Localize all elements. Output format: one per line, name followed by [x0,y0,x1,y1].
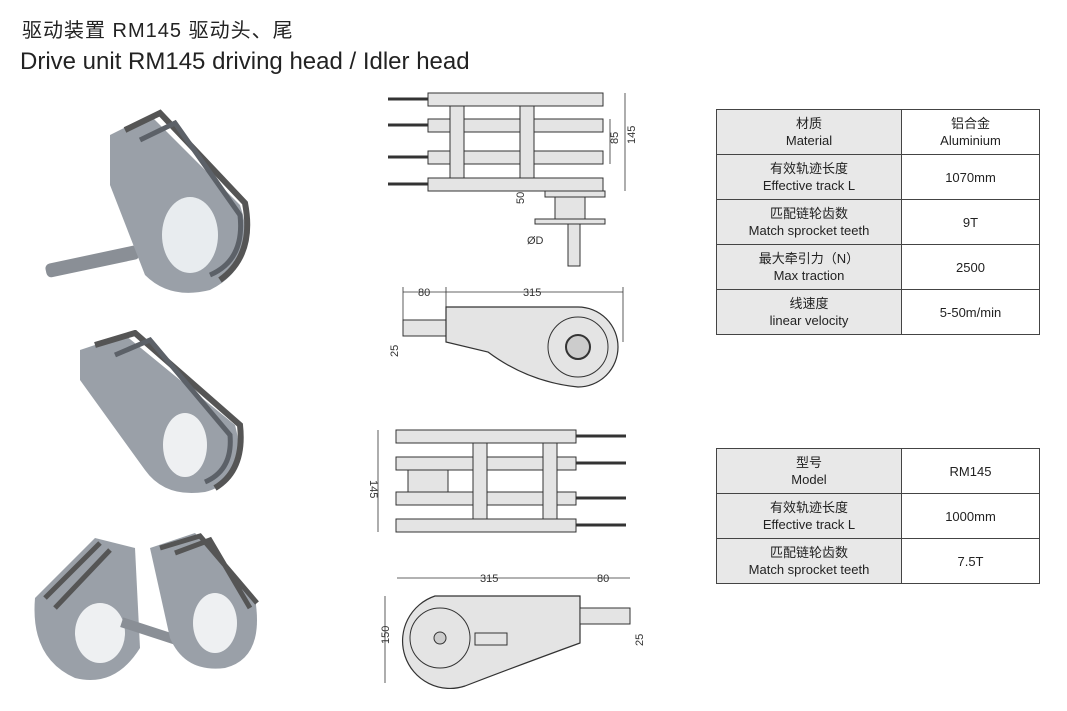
row-value: 1000mm [901,493,1040,539]
row-label-cn: 型号 [795,455,822,470]
drive-head-spec-table: 材质 Material 铝合金 Aluminium 有效轨迹长度 Effective … [716,109,1040,335]
dim-315-idler: 315 [480,573,498,585]
row-value: 1070mm [901,154,1040,200]
row-label-cn: 最大牵引力（N） [758,251,860,266]
title-english: Drive unit RM145 driving head / Idler he… [20,48,470,75]
row-label-en: Model [791,472,827,487]
row-label-en: Match sprocket teeth [748,223,870,238]
dim-85: 85 [609,132,621,144]
row-label-en: linear velocity [769,313,849,328]
idler-head-side-view-drawing: 315 80 150 25 [380,573,646,689]
row-label-cn: 有效轨迹长度 [769,161,848,176]
row-label-en: Effective track L [762,517,856,532]
drive-head-photo [45,109,251,293]
idler-head-top-view-drawing: 145 [368,429,626,533]
row-value: RM145 [901,448,1040,494]
title-chinese: 驱动装置 RM145 驱动头、尾 [22,20,294,42]
dim-80: 80 [418,287,430,299]
row-label-cn: 线速度 [789,296,829,311]
table-row: 线速度 linear velocity 5-50m/min [716,289,1040,335]
dim-150: 150 [380,626,392,644]
row-label-cn: 匹配链轮齿数 [769,545,848,560]
dim-80-idler: 80 [597,573,609,585]
row-label-en: Max traction [773,268,845,283]
row-value: 9T [901,199,1040,245]
assembly-photo [34,533,259,680]
table-row: 匹配链轮齿数 Match sprocket teeth 7.5T [716,538,1040,584]
row-value: 7.5T [901,538,1040,584]
row-label-cn: 匹配链轮齿数 [769,206,848,221]
drive-head-side-view-drawing: 80 315 25 [389,287,624,388]
row-label-cn: 有效轨迹长度 [769,500,848,515]
dim-25-idler: 25 [634,634,646,646]
table-row: 有效轨迹长度 Effective track L 1000mm [716,493,1040,539]
dim-25: 25 [389,345,401,357]
row-label-en: Effective track L [762,178,856,193]
dim-diameter: ØD [527,235,544,247]
drive-head-top-view-drawing: 85 145 50 ØD [388,92,638,267]
idler-head-spec-table: 型号 Model RM145 有效轨迹长度 Effective track L 10… [716,448,1040,584]
table-row: 型号 Model RM145 [716,448,1040,494]
row-value: Aluminium [940,133,1001,148]
table-row: 最大牵引力（N） Max traction 2500 [716,244,1040,290]
row-value: 5-50m/min [901,289,1040,335]
table-row: 材质 Material 铝合金 Aluminium [716,109,1040,155]
dim-315: 315 [523,287,541,299]
row-label-cn: 材质 [795,116,822,131]
dim-50: 50 [515,192,527,204]
dim-145: 145 [626,126,638,144]
table-row: 有效轨迹长度 Effective track L 1070mm [716,154,1040,200]
dim-145-idler: 145 [368,480,379,498]
idler-head-photo [80,330,244,494]
row-label-en: Match sprocket teeth [748,562,870,577]
row-value-cn: 铝合金 [950,116,990,131]
row-label-en: Material [785,133,833,148]
table-row: 匹配链轮齿数 Match sprocket teeth 9T [716,199,1040,245]
row-value: 2500 [901,244,1040,290]
